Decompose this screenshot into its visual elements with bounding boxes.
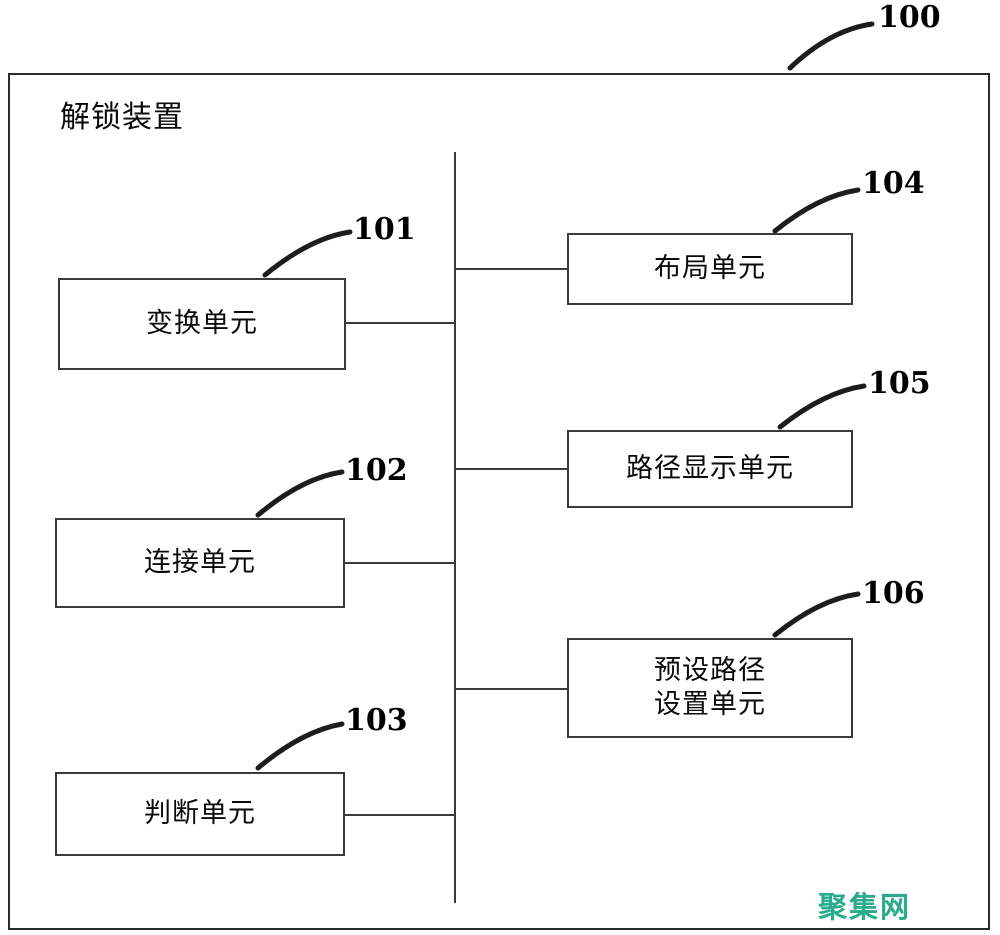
site-watermark: 聚集网 bbox=[818, 890, 912, 924]
unit-box-104-label: 布局单元 bbox=[654, 253, 766, 284]
connector-bus-to-106 bbox=[455, 688, 568, 690]
reference-numeral-100: 100 bbox=[878, 0, 941, 35]
connector-bus-to-104 bbox=[455, 268, 568, 270]
unit-box-103: 判断单元 bbox=[55, 772, 345, 856]
unit-box-106-label: 预设路径 设置单元 bbox=[654, 655, 766, 720]
connector-bus-to-105 bbox=[455, 468, 568, 470]
unit-box-103-label: 判断单元 bbox=[144, 798, 256, 829]
unit-box-102: 连接单元 bbox=[55, 518, 345, 608]
reference-numeral-104: 104 bbox=[862, 166, 925, 201]
unit-box-105-label: 路径显示单元 bbox=[626, 453, 794, 484]
reference-numeral-106: 106 bbox=[862, 576, 925, 611]
central-bus-line bbox=[454, 152, 456, 903]
unit-box-101: 变换单元 bbox=[58, 278, 346, 370]
connector-101-to-bus bbox=[345, 322, 455, 324]
device-title: 解锁装置 bbox=[60, 100, 184, 135]
reference-numeral-103: 103 bbox=[345, 703, 408, 738]
device-outer-frame bbox=[8, 73, 990, 930]
unit-box-102-label: 连接单元 bbox=[144, 547, 256, 578]
reference-numeral-101: 101 bbox=[353, 212, 416, 247]
unit-box-105: 路径显示单元 bbox=[567, 430, 853, 508]
reference-numeral-102: 102 bbox=[345, 453, 408, 488]
unit-box-101-label: 变换单元 bbox=[146, 308, 258, 339]
unit-box-106: 预设路径 设置单元 bbox=[567, 638, 853, 738]
leader-arc-100 bbox=[787, 21, 875, 71]
connector-103-to-bus bbox=[344, 814, 455, 816]
reference-numeral-105: 105 bbox=[868, 366, 931, 401]
connector-102-to-bus bbox=[344, 562, 455, 564]
unit-box-104: 布局单元 bbox=[567, 233, 853, 305]
